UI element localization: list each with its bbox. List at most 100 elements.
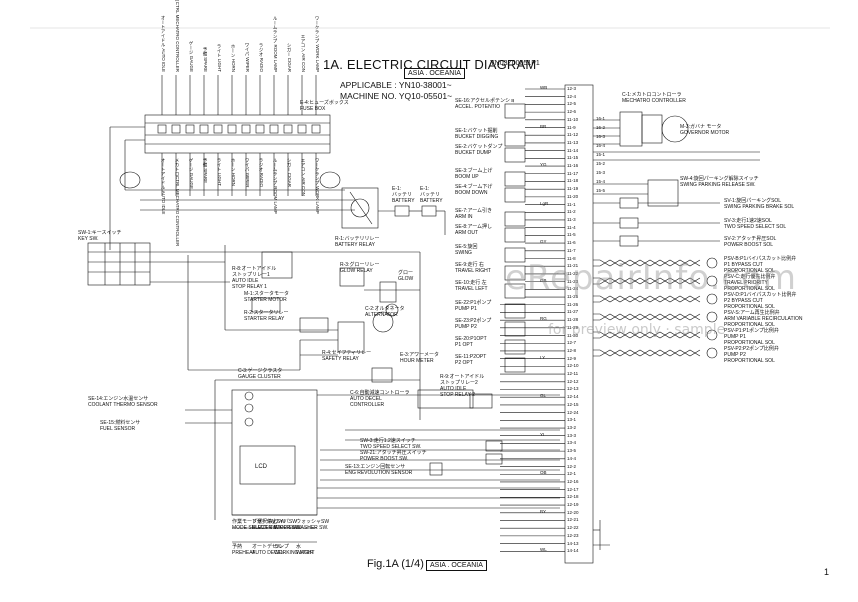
governor-pin: 15-5 [596,188,606,193]
figure-caption: Fig.1A (1/4) [367,558,424,570]
controller-pin: 12-3 [567,86,577,91]
fuse-top-label: ラジオ RADIO [259,42,264,72]
controller-pin: 11-5 [567,232,576,238]
fuse-top-label: ゲージ GAUGE [189,40,194,72]
twisted-pair-wire [593,295,701,303]
starter-motor-label: M-1:スタータモータ STARTER MOTOR [244,291,290,303]
proportional-valve-symbol [706,329,718,341]
mechatro-controller-frame [564,84,594,564]
coolant-sensor-label: SE-14:エンジン水温センサ COOLANT THERMO SENSOR [88,396,158,408]
controller-pin: 12-23 [567,532,579,538]
governor-pin: 15-2 [596,161,606,166]
controller-pin: 11-30 [567,332,579,338]
controller-pin: 11-28 [567,317,579,323]
fuse-circuit-label: ゲージ GAUGE [189,158,194,190]
sensor-se5-label: SE-5:旋回 SWING [455,244,478,256]
governor-pin: 16-3 [596,134,606,139]
controller-pin: 11-14 [567,147,579,153]
governor-pin: 16-1 [596,116,606,121]
governor-pin: 15-4 [596,179,606,184]
sv1-label: SV-1:旋回パーキングSOL SWING PARKING BRAKE SOL [724,198,795,210]
controller-pin: 12-2 [567,463,577,469]
hour-meter-label: E-3:アワーメータ HOUR METER [400,352,439,364]
document-number: YN03Z00051P1 [490,60,540,67]
auto-decel-label: C-6:自動減速コントローラ AUTO DECEL CONTROLLER [350,390,410,408]
applicable-serial: APPLICABLE : YN10-38001~ [340,80,452,90]
fuse-box-frame [144,114,331,154]
fuse-circuit-label: ホーン HORN [231,158,236,186]
fuse-top-label: メカトロCTRL MECHATRO CONTROLLER [175,0,180,72]
controller-pin: 11-7 [567,247,576,253]
controller-pin: 12-13 [567,386,579,392]
wire-color-tag: RG [540,316,547,322]
controller-pin: 11-23 [567,278,579,284]
psv-s-label: PSV-S:アーム再生比例弁 ARM VARIABLE RECIRCULATIO… [724,310,803,328]
auto-idle-relay-2-label: R-9:オートアイドル ストップリレー2 AUTO IDLE STOP RELA… [440,374,485,398]
governor-pin: 16-4 [596,143,606,148]
proportional-valve-symbol [706,293,718,305]
fuse-circuit-label: オートアイドル AUTO IDLE [161,158,166,215]
swing-park-switch-label: SW-4:旋回パーキング解除スイッチ SWING PARKING RELEASE… [680,176,759,188]
sv3-label: SV-3:走行1速2速SOL TWO SPEED SELECT SOL [724,218,787,230]
gauge-lamp-water: 水 WATER [296,544,314,556]
controller-pin: 14-14 [567,548,579,554]
fuse-circuit-label: エアコン AIR CON [301,158,306,197]
controller-pin: 13-4 [567,440,577,446]
watermark-subtext: for preview only · sample [548,322,726,338]
sensor-se9-label: SE-9:走行 右 TRAVEL RIGHT [455,262,491,274]
psv-p1-label: PSV-P1:P1ポンプ比例弁 PUMP P1 PROPORTIONAL SOL [724,328,779,346]
safety-relay-label: R-4:セイフティリレー SAFETY RELAY [322,350,372,362]
controller-pin: 12-9 [567,355,577,361]
sensor-se8-label: SE-8:アーム押し ARM OUT [455,224,493,236]
wire-color-tag: LgR [540,200,549,206]
fuse-box-label: E-4:ヒューズボックス FUSE BOX [300,100,349,112]
key-switch-label: SW-1:キースイッチ KEY SW. [78,230,122,242]
battery-1-label: E-1: バッテリ BATTERY [392,186,415,204]
twisted-pair-wire [593,277,701,285]
controller-pin: 12-11 [567,371,579,377]
controller-pin: 11-20 [567,193,579,199]
proportional-valve-symbol [706,347,718,359]
sensor-se7-label: SE-7:アーム引き ARM IN [455,208,493,220]
fuse-top-label: ワイパ WIPER [245,42,250,72]
twisted-pair-wire [593,313,701,321]
fuse-circuit-label: メカトロCTRL MECHATRO CONTROLLER [175,158,180,247]
wire-color-tag: GB [540,277,547,283]
controller-pin: 12-15 [567,401,579,407]
diagram-title: 1A. ELECTRIC CIRCUIT DIAGRAM [323,57,537,72]
controller-pin: 11-24 [567,286,579,292]
controller-pin: 14-13 [567,540,579,546]
region-badge-bottom: ASIA . OCEANIA [426,560,487,571]
alternator-label: C-2:オルタネータ ALTERNATOR [365,306,405,318]
fuse-leads [161,75,317,196]
wire-color-tag: GY [540,239,547,245]
sw3-label: SW-3:走行1.2速スイッチ TWO SPEED SELECT SW. [360,438,422,450]
governor-pin: 15-3 [596,170,606,175]
gauge-lamp-preheat: 予熱 PREHEAT [232,544,256,556]
fuse-top-label: ルームランプ ROOM LAMP [273,16,278,72]
fuse-circuit-label: ワークランプ WORK LAMP [315,158,320,214]
lcd-label: LCD [255,464,268,470]
controller-pin: 11-26 [567,301,579,307]
gauge-switch-mode: 作業モード選択SW MODE SELECT SW. [232,519,279,531]
controller-pin: 11-10 [567,116,579,122]
sensor-se2-label: SE-2:バケットダンプ BUCKET DUMP [455,144,503,156]
controller-pin: 12-22 [567,525,579,531]
controller-pin: 11-6 [567,240,576,246]
controller-pin: 13-1 [567,417,577,423]
governor-pin: 15-1 [596,152,606,157]
fuse-circuit-label: ワイパ WIPER [245,158,250,188]
fuse-circuit-label: シガー CIGAR [287,158,292,188]
controller-pin: 12-6 [567,109,577,115]
controller-pin: 12-19 [567,502,579,508]
sensor-se3-label: SE-3:ブーム上げ BOOM UP [455,168,493,180]
gauge-switch-wiper: ワイパSW WIPER SW. [274,519,301,531]
controller-pin: 11-2 [567,209,576,215]
psv-c-label: PSV-C:走行優先比例弁 TRAVEL PRIORITY PROPORTION… [724,274,776,292]
battery-2-label: E-1: バッテリ BATTERY [420,186,443,204]
wire-color-tag: BY [540,508,547,514]
page-number: 1 [824,567,830,577]
fuse-circuit-label: ラジオ RADIO [259,158,264,188]
proportional-valve-symbol [706,275,718,287]
controller-pin: 14-4 [567,455,577,461]
